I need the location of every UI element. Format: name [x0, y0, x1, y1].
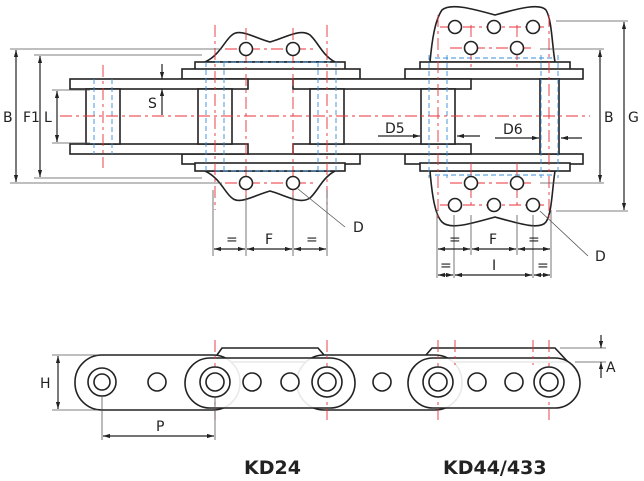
dim-label-eq: = [449, 232, 461, 248]
side-view: H P A [40, 335, 616, 440]
dim-label-p: P [156, 419, 164, 435]
dim-label-b: B [3, 110, 13, 126]
dim-label-d5: D5 [385, 121, 405, 137]
dim-label-a: A [606, 360, 616, 376]
dim-label-l: L [44, 110, 52, 126]
dim-label-eq: = [440, 258, 452, 274]
kd24-attachment-top [204, 31, 336, 63]
dim-label-d-kd24: D [353, 220, 364, 236]
top-view: B F1 L S D5 D6 B G D D = F [3, 5, 639, 278]
dim-label-b-right: B [604, 110, 614, 126]
dim-label-g: G [628, 110, 639, 126]
dim-label-f1: F1 [23, 110, 40, 126]
dim-label-d-kd44: D [595, 249, 606, 265]
dim-label-f-kd44: F [489, 232, 497, 248]
kd24-attachment-bottom [204, 170, 336, 202]
dim-label-eq: = [306, 232, 318, 248]
kd44-attachment-top [429, 5, 556, 63]
dim-label-eq: = [537, 258, 549, 274]
dim-label-d6: D6 [503, 122, 523, 138]
dim-label-eq: = [226, 232, 238, 248]
dim-label-s: S [148, 96, 157, 112]
dim-label-h: H [40, 376, 51, 392]
title-kd24: KD24 [244, 457, 301, 479]
dim-label-i: I [492, 258, 496, 274]
dim-label-eq: = [528, 232, 540, 248]
dim-label-f-kd24: F [265, 232, 273, 248]
title-kd44-433: KD44/433 [443, 457, 547, 479]
